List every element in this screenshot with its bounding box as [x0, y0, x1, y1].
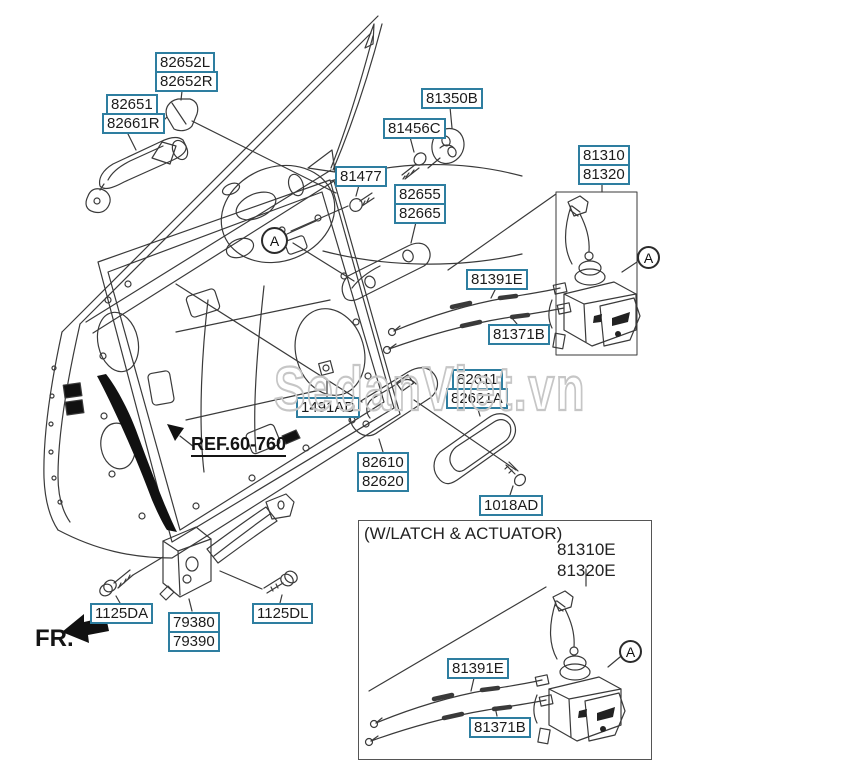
part-label-1491AD: 1491AD: [296, 397, 361, 418]
part-label-82621A: 82621A: [446, 388, 508, 409]
part-label-81320: 81320: [578, 164, 630, 185]
inset-part-code-81320E: 81320E: [557, 561, 616, 580]
part-label-82652R: 82652R: [155, 71, 218, 92]
inset-part-code-81310E: 81310E: [557, 540, 616, 559]
part-label-1125DA: 1125DA: [90, 603, 154, 624]
part-label-82652L: 82652L: [155, 52, 216, 73]
part-label-1018AD: 1018AD: [479, 495, 544, 516]
part-label-81391E: 81391E: [466, 269, 528, 290]
part-label-82651: 82651: [106, 94, 158, 115]
part-label-82620: 82620: [357, 471, 409, 492]
part-label-82655: 82655: [394, 184, 446, 205]
part-label-81350B: 81350B: [421, 88, 483, 109]
inset-part-label-81391E: 81391E: [447, 658, 509, 679]
part-label-1125DL: 1125DL: [252, 603, 314, 624]
part-label-79380: 79380: [168, 612, 220, 633]
part-label-82665: 82665: [394, 203, 446, 224]
front-direction-label: FR.: [35, 625, 74, 652]
view-marker-a: A: [261, 227, 288, 254]
part-label-79390: 79390: [168, 631, 220, 652]
view-marker-a: A: [619, 640, 642, 663]
part-label-81477: 81477: [335, 166, 387, 187]
reference-note: REF.60-760: [191, 434, 287, 457]
inset-title: (W/LATCH & ACTUATOR): [364, 524, 563, 543]
part-label-82611: 82611: [452, 369, 503, 390]
part-label-82661R: 82661R: [102, 113, 165, 134]
part-label-81310: 81310: [578, 145, 630, 166]
latch-actuator-inset-panel: [358, 520, 652, 760]
part-label-81456C: 81456C: [383, 118, 446, 139]
part-label-82610: 82610: [357, 452, 409, 473]
part-label-81371B: 81371B: [488, 324, 550, 345]
inset-part-label-81371B: 81371B: [469, 717, 531, 738]
view-marker-a: A: [637, 246, 660, 269]
